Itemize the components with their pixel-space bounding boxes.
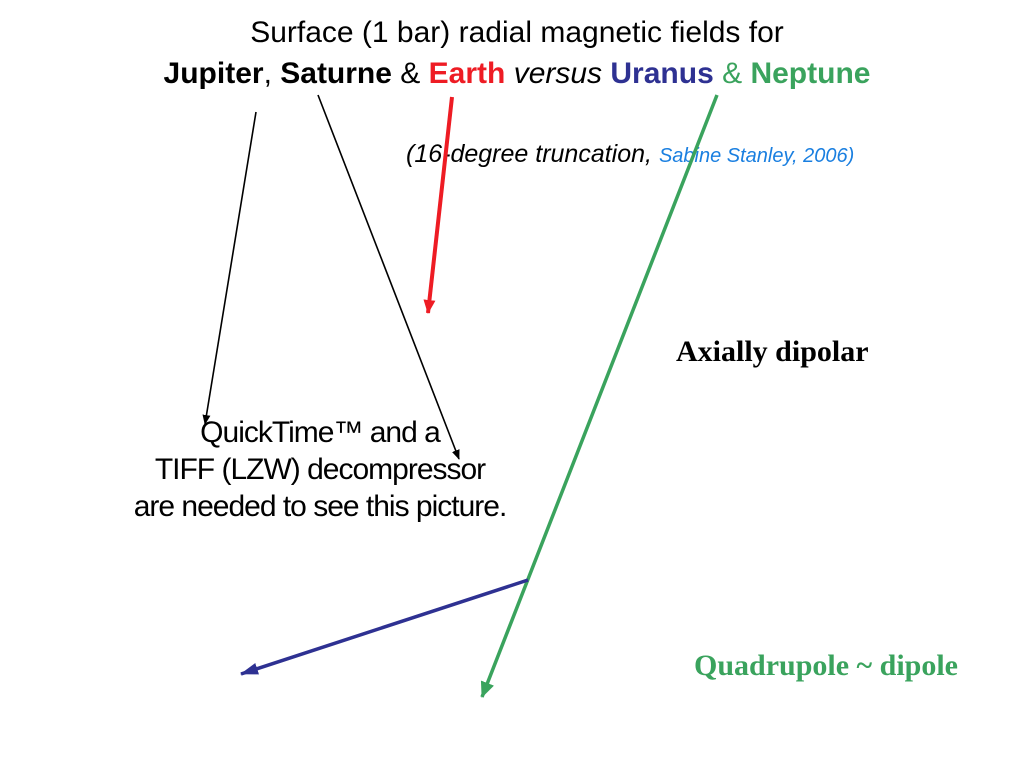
title-comma: , <box>263 57 272 90</box>
saturne-arrow <box>317 94 460 460</box>
quadrupole-dipole-label: Quadrupole ~ dipole <box>694 649 958 682</box>
title-line-1: Surface (1 bar) radial magnetic fields f… <box>0 14 1024 52</box>
citation-text: Sabine Stanley, 2006) <box>658 145 855 167</box>
title-text: Surface (1 bar) radial magnetic fields f… <box>250 16 784 49</box>
earth-label: Earth <box>428 57 506 90</box>
title-line-2: Jupiter, Saturne & Earth versus Uranus &… <box>0 55 1024 93</box>
neptune-arrow <box>480 94 719 698</box>
truncation-note: (16-degree truncation, Sabine Stanley, 2… <box>406 138 854 172</box>
placeholder-line-1: QuickTime™ and a <box>200 416 441 449</box>
subtitle-open-paren: ( <box>406 140 415 168</box>
title-ampersand-1: & <box>400 57 421 90</box>
neptune-label: Neptune <box>750 57 871 90</box>
versus-label: versus <box>513 57 603 90</box>
axially-dipolar-label: Axially dipolar <box>676 335 869 368</box>
jupiter-label: Jupiter <box>163 57 264 90</box>
placeholder-line-2: TIFF (LZW) decompressor <box>154 453 486 486</box>
truncation-text: 16-degree truncation, <box>414 140 652 168</box>
saturne-label: Saturne <box>280 57 392 90</box>
placeholder-line-3: are needed to see this picture. <box>133 490 508 523</box>
jupiter-arrow <box>202 111 257 425</box>
title-ampersand-2: & <box>722 57 743 90</box>
uranus-label: Uranus <box>610 57 714 90</box>
missing-picture-placeholder: QuickTime™ and a TIFF (LZW) decompressor… <box>60 414 580 525</box>
uranus-arrow <box>240 578 529 676</box>
earth-arrow <box>423 96 454 314</box>
